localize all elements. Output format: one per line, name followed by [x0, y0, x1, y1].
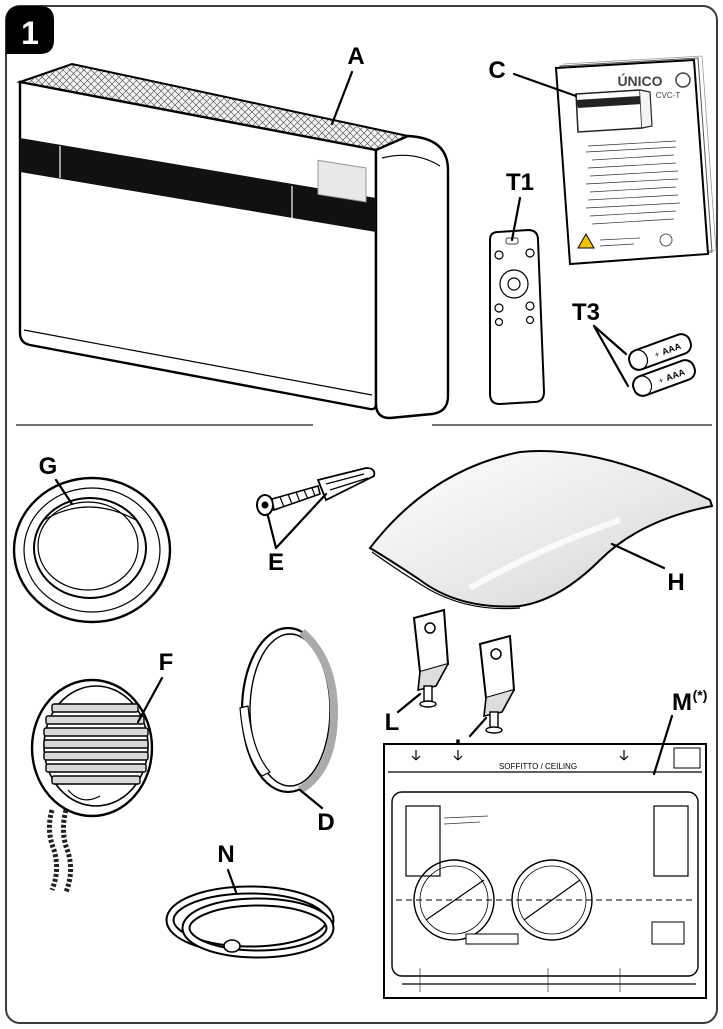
- leader-a: [330, 70, 354, 126]
- manual-model: CVC-T: [656, 91, 681, 100]
- unit-a-air-conditioner: [16, 62, 450, 420]
- bracket-l-2: [478, 634, 516, 734]
- battery-1-plus: +: [653, 350, 661, 360]
- manual-c: ÚNICO CVC-T: [554, 55, 717, 266]
- batteries-t3: + AAA + AAA: [628, 333, 696, 397]
- label-t1: T1: [506, 169, 534, 196]
- leader-n: [226, 868, 238, 894]
- remote-t1: [489, 228, 546, 406]
- ring-flange-g: [12, 476, 172, 624]
- leader-t3-b: [592, 324, 630, 388]
- label-f: F: [159, 649, 174, 676]
- leader-g: [54, 478, 74, 506]
- leader-h: [610, 542, 666, 570]
- leader-t1: [510, 196, 522, 242]
- manual-brand: ÚNICO: [617, 72, 662, 89]
- label-d: D: [317, 809, 334, 836]
- label-t3: T3: [572, 299, 600, 326]
- leader-t3-a: [592, 324, 628, 356]
- label-e: E: [268, 549, 284, 576]
- leader-e-b: [274, 492, 328, 550]
- label-g: G: [39, 453, 58, 480]
- step-badge: 1: [6, 6, 54, 54]
- leader-e-a: [266, 514, 278, 550]
- label-l-1: L: [385, 709, 400, 736]
- label-c: C: [488, 57, 505, 84]
- battery-2-plus: +: [657, 376, 665, 386]
- label-n: N: [217, 841, 234, 868]
- grille-f: [30, 678, 154, 893]
- template-header: SOFFITTO / CEILING: [499, 762, 577, 771]
- sheet-h: [368, 450, 714, 610]
- leader-m: [652, 714, 674, 776]
- leader-l-2: [468, 716, 488, 738]
- leader-c: [512, 72, 578, 98]
- label-h: H: [667, 569, 684, 596]
- screw-anchor-e: [256, 467, 376, 516]
- bracket-l-1: [412, 608, 450, 708]
- leader-f: [136, 676, 164, 724]
- hose-coil-n: [165, 885, 335, 959]
- label-a: A: [347, 43, 364, 70]
- paper-template-m: SOFFITTO / CEILING: [383, 743, 707, 999]
- step-number: 1: [21, 15, 39, 51]
- strap-ring-d: [239, 626, 339, 794]
- leader-d: [298, 788, 324, 810]
- label-m: M: [672, 689, 692, 716]
- leader-l-1: [396, 692, 422, 714]
- label-m-note: (*): [693, 687, 708, 703]
